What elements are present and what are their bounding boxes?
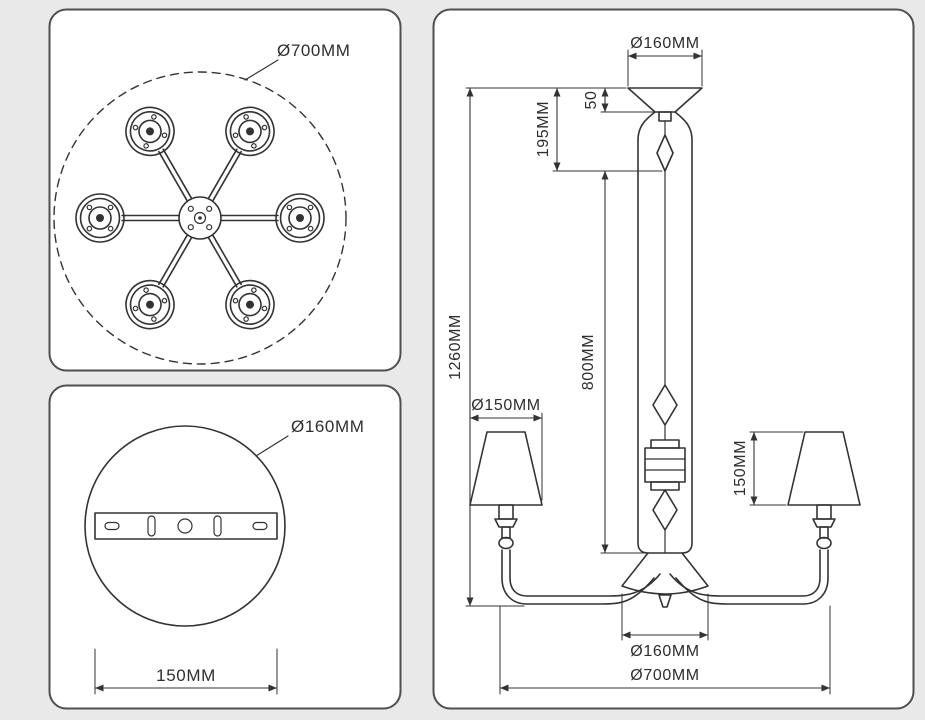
rod-length-dimension: 800MM	[580, 170, 647, 554]
mount-bracket	[94, 512, 278, 540]
panel-top-view: Ø700MM	[48, 8, 402, 372]
upper-section-label: 195MM	[535, 101, 552, 157]
overall-diameter-dashed-circle	[53, 71, 347, 365]
panel-frame	[48, 8, 402, 372]
frame-wire-right	[674, 111, 693, 554]
bracket-slot-vertical-left	[147, 515, 156, 537]
rod-length-label: 800MM	[580, 334, 597, 390]
canopy-circle	[84, 425, 286, 627]
shade-height-label: 150MM	[732, 440, 749, 496]
left-lampshade	[469, 431, 543, 506]
panel-frame	[48, 384, 402, 710]
mount-width-label: 150MM	[156, 666, 216, 685]
total-width-label: Ø700MM	[630, 667, 699, 684]
panel-frame	[432, 8, 915, 710]
canopy-diameter-label: Ø160MM	[630, 35, 699, 52]
diameter-leader-line	[244, 59, 279, 81]
bottom-bowl	[621, 552, 709, 595]
diameter-leader-line	[255, 435, 289, 457]
canopy-diameter-dimension: Ø160MM	[627, 35, 703, 87]
bracket-slot-right	[252, 521, 268, 531]
left-arm-inner	[509, 549, 661, 597]
panel-ceiling-mount: Ø160MM 150MM	[48, 384, 402, 710]
shade-height-dimension: 150MM	[732, 431, 804, 506]
top-view-diameter-label: Ø700MM	[277, 41, 351, 60]
left-candle-holder	[494, 504, 518, 550]
right-lampshade	[787, 431, 861, 506]
total-height-dimension: 1260MM	[447, 87, 627, 607]
top-view-drawing: Ø700MM	[48, 8, 402, 372]
canopy-height-dimension: 50	[583, 87, 654, 113]
total-width-dimension: Ø700MM	[499, 605, 831, 695]
chandelier-arms	[501, 549, 829, 605]
right-arm-outer	[675, 549, 829, 605]
chandelier-side-outline	[621, 87, 709, 608]
shade-diameter-label: Ø150MM	[471, 397, 540, 414]
center-hub	[178, 196, 222, 240]
bracket-slot-vertical-right	[213, 515, 222, 537]
mount-diameter-label: Ø160MM	[291, 417, 365, 436]
shade-diameter-dimension: Ø150MM	[469, 397, 543, 501]
side-view-drawing: Ø160MM 1260MM 195MM 50 800M	[432, 8, 915, 710]
canopy-height-label: 50	[583, 91, 600, 110]
frame-wire-left	[637, 111, 656, 554]
total-height-label: 1260MM	[447, 314, 464, 380]
panel-side-view: Ø160MM 1260MM 195MM 50 800M	[432, 8, 915, 710]
right-arm-inner	[669, 549, 821, 597]
bowl-diameter-label: Ø160MM	[630, 643, 699, 660]
finial	[658, 594, 672, 608]
bracket-slot-left	[104, 521, 120, 531]
width-dimension: 150MM	[94, 648, 278, 695]
bowl-diameter-dimension: Ø160MM	[621, 593, 709, 660]
left-arm-outer	[501, 549, 655, 605]
upper-section-dimension: 195MM	[535, 87, 663, 172]
bracket-center-hole	[177, 518, 193, 534]
mount-view-drawing: Ø160MM 150MM	[48, 384, 402, 710]
